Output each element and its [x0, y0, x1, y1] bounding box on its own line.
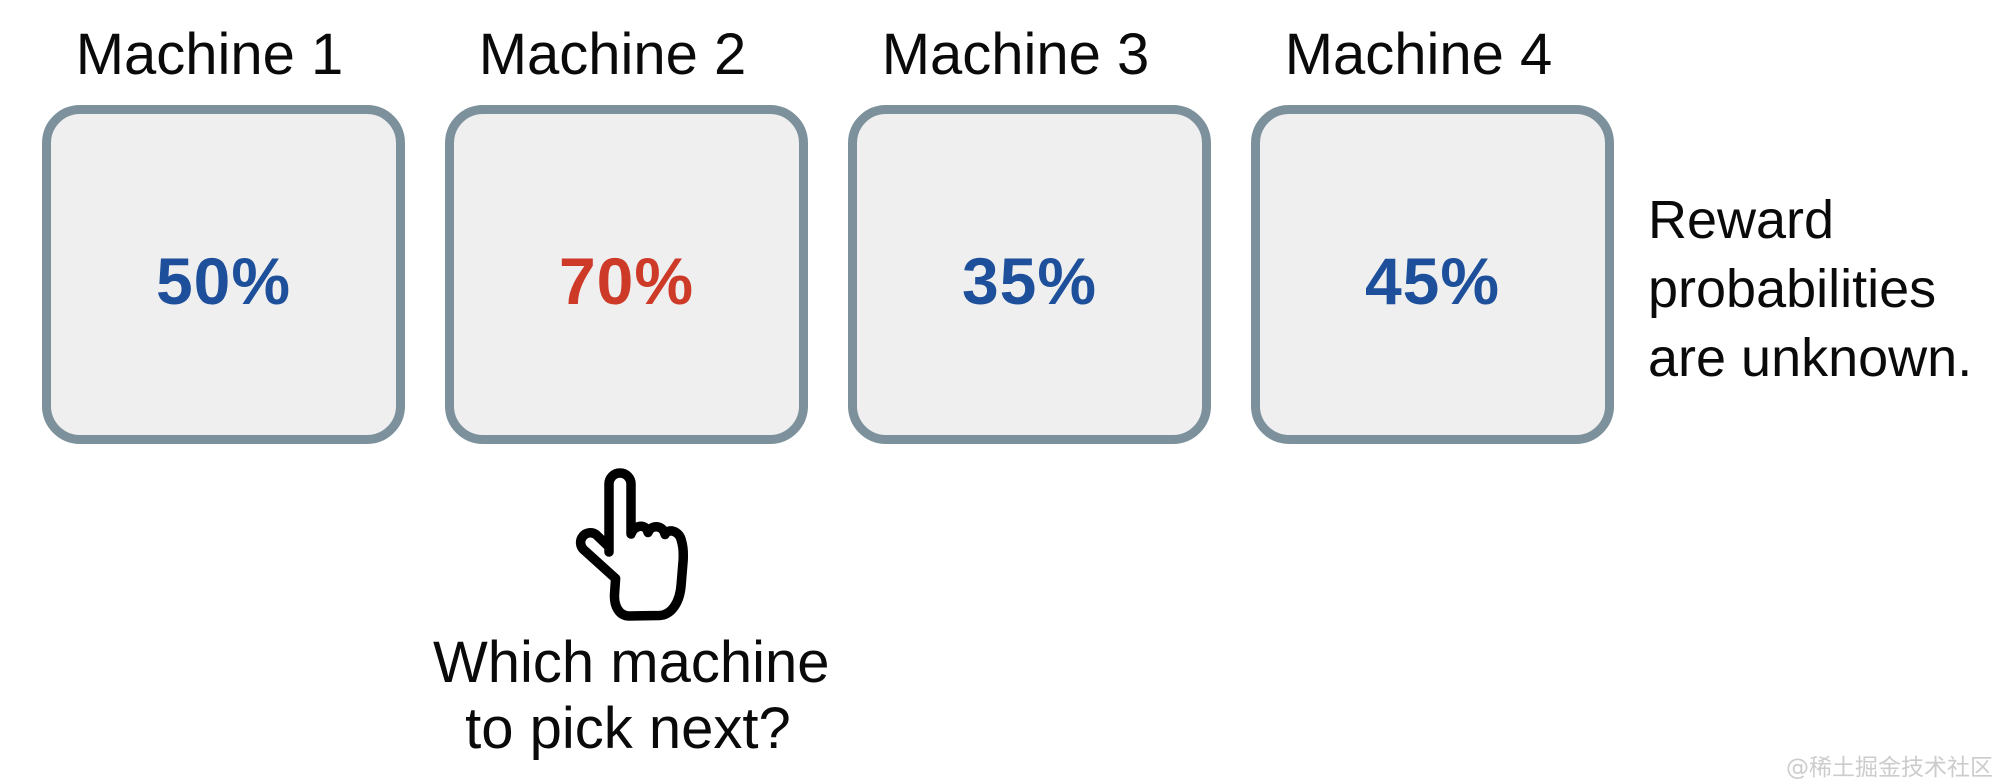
machine-1-probability: 50% — [155, 243, 292, 318]
machine-3-box[interactable]: 35% — [848, 105, 1211, 444]
machine-4-group: Machine 4 45% — [1251, 23, 1614, 444]
machine-1-title: Machine 1 — [75, 22, 344, 87]
machine-3-probability: 35% — [961, 243, 1098, 318]
machine-2-probability: 70% — [558, 243, 695, 318]
question-line1: Which machine — [433, 630, 830, 695]
reward-note-line2: probabilities — [1648, 259, 1937, 319]
hand-pointer-icon — [555, 455, 705, 630]
watermark: @稀土掘金技术社区 — [1786, 755, 1993, 781]
machine-4-box[interactable]: 45% — [1251, 105, 1614, 444]
machine-3-title: Machine 3 — [881, 22, 1150, 87]
question-line2: to pick next? — [465, 696, 791, 761]
reward-note-line1: Reward — [1648, 190, 1835, 250]
machine-1-group: Machine 1 50% — [42, 23, 405, 444]
machine-2-group: Machine 2 70% — [445, 23, 808, 444]
machine-2-title: Machine 2 — [478, 22, 747, 87]
machine-1-box[interactable]: 50% — [42, 105, 405, 444]
question-text: Which machine to pick next? — [433, 630, 830, 762]
machine-4-title: Machine 4 — [1284, 22, 1553, 87]
reward-note-line3: are unknown. — [1648, 328, 1973, 388]
machine-2-box[interactable]: 70% — [445, 105, 808, 444]
machine-3-group: Machine 3 35% — [848, 23, 1211, 444]
machine-4-probability: 45% — [1364, 243, 1501, 318]
reward-note: Reward probabilities are unknown. — [1648, 186, 1972, 393]
